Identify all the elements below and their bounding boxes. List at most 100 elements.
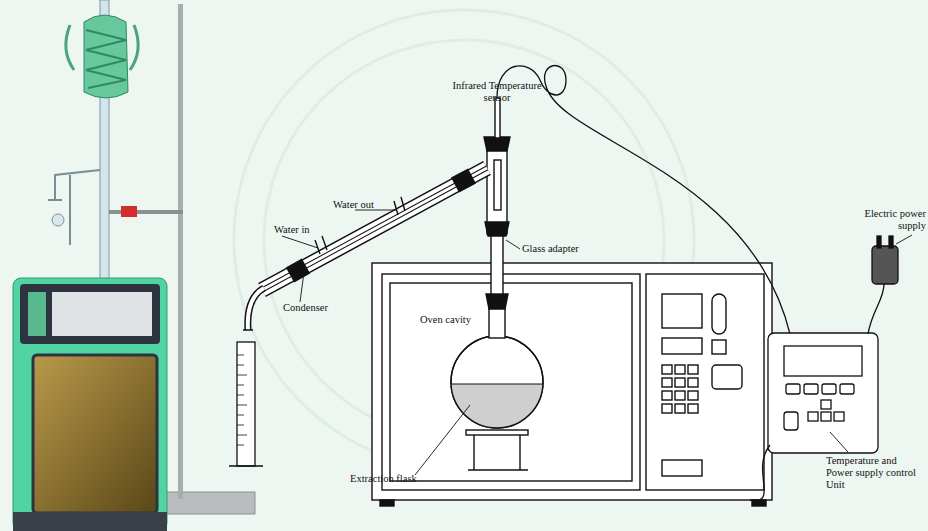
- glass-adapter-part: [485, 222, 509, 236]
- part-label: Electric power supply: [852, 208, 926, 232]
- extraction-flask-part: [486, 294, 508, 309]
- lab-instrument-photo-part: [84, 15, 128, 98]
- scale-ticks-part: [237, 395, 244, 396]
- extraction-flask: [445, 232, 549, 434]
- scale-ticks-part: [237, 405, 247, 406]
- keypad-part: [688, 365, 698, 374]
- flask-stand-part: [519, 435, 520, 470]
- condenser-part: [262, 168, 487, 290]
- lab-instrument-photo-part: [121, 206, 137, 217]
- scale-ticks-part: [237, 385, 244, 386]
- condenser-part: [262, 168, 487, 290]
- power-plug-part: [872, 246, 898, 284]
- flask-stand-part: [468, 469, 528, 470]
- scale-ticks: [237, 355, 247, 445]
- scale-ticks-part: [237, 375, 247, 376]
- control-unit-part: [804, 384, 818, 394]
- power-plug: [868, 236, 898, 334]
- microwave-oven-part: [662, 338, 702, 354]
- control-unit-part: [821, 400, 831, 409]
- condenser-part: [262, 168, 487, 290]
- keypad-part: [675, 404, 685, 413]
- power-plug-part: [868, 284, 884, 334]
- extraction-flask-part: [451, 336, 543, 428]
- part-label: Infrared Temperature sensor: [452, 80, 542, 104]
- scale-ticks-part: [237, 365, 244, 366]
- condenser-part: [248, 288, 264, 330]
- control-unit-part: [750, 445, 770, 500]
- lab-instrument-photo-part: [52, 292, 152, 336]
- scale-ticks-part: [237, 435, 247, 436]
- part-label: Extraction flask: [350, 473, 460, 485]
- lab-instrument-photo-part: [52, 214, 64, 226]
- graduated-cylinder-part: [237, 342, 255, 466]
- control-unit-part: [808, 412, 818, 421]
- condenser-part: [248, 288, 264, 330]
- lab-instrument-photo-part: [105, 210, 183, 214]
- glass-adapter: [484, 98, 510, 236]
- keypad-part: [688, 378, 698, 387]
- leader-lines-part: [830, 432, 848, 452]
- microwave-oven-part: [382, 274, 640, 490]
- control-unit-part: [786, 384, 800, 394]
- microwave-oven-part: [662, 460, 702, 476]
- lab-instrument-photo-part: [86, 30, 126, 88]
- condenser-part: [315, 236, 327, 254]
- scale-ticks-part: [237, 415, 244, 416]
- power-plug-part: [877, 236, 881, 248]
- leader-lines-part: [282, 236, 318, 248]
- lab-instrument-photo-part: [33, 355, 157, 513]
- flask-stand-part: [473, 435, 474, 470]
- lab-instrument-photo-part: [13, 512, 167, 531]
- flask-stand-part: [466, 430, 528, 435]
- extraction-flask-part: [452, 384, 542, 385]
- microwave-oven-part: [712, 365, 742, 389]
- part-label: Water out: [333, 199, 403, 211]
- microwave-oven-part: [712, 294, 726, 334]
- scale-ticks-part: [237, 425, 244, 426]
- keypad-part: [675, 365, 685, 374]
- microwave-oven-part: [662, 294, 702, 328]
- keypad-part: [675, 391, 685, 400]
- lab-instrument-photo-part: [66, 25, 138, 70]
- power-plug-part: [889, 236, 893, 248]
- condenser-part: [455, 176, 472, 185]
- lab-instrument-photo-part: [20, 284, 160, 344]
- lab-instrument-photo-part: [48, 170, 100, 245]
- extraction-flask-part: [491, 232, 503, 294]
- lab-instrument-photo: [13, 0, 255, 531]
- part-label: Oven cavity: [420, 314, 510, 326]
- control-unit-part: [822, 384, 836, 394]
- flask-stand: [466, 430, 528, 470]
- part-label: Water in: [274, 224, 334, 236]
- keypad-part: [662, 391, 672, 400]
- leader-lines-part: [300, 272, 304, 302]
- part-label: Temperature and Power supply control Uni…: [826, 455, 926, 491]
- lab-instrument-photo-part: [28, 292, 46, 336]
- part-label: Glass adapter: [522, 243, 612, 255]
- control-unit-part: [784, 346, 862, 376]
- control-unit-part: [834, 412, 844, 421]
- condenser: [243, 168, 487, 330]
- glass-adapter-part: [495, 98, 500, 138]
- glass-adapter-part: [484, 137, 510, 151]
- condenser-part: [394, 197, 405, 215]
- scale-ticks-part: [237, 445, 244, 446]
- leader-lines-part: [896, 235, 912, 244]
- scale-ticks-part: [237, 355, 244, 356]
- control-unit-part: [784, 412, 798, 430]
- microwave-oven-part: [712, 340, 726, 354]
- microwave-oven-part: [372, 263, 772, 500]
- keypad-part: [688, 391, 698, 400]
- keypad-part: [662, 378, 672, 387]
- keypad-part: [688, 404, 698, 413]
- keypad-part: [662, 365, 672, 374]
- sensor-cable-part: [497, 66, 790, 334]
- sensor-cable: [497, 66, 790, 334]
- control-unit-part: [768, 333, 878, 453]
- lab-instrument-photo-part: [178, 4, 183, 499]
- microwave-oven: [372, 263, 772, 506]
- microwave-oven-part: [380, 500, 394, 506]
- graduated-cylinder: [229, 342, 263, 466]
